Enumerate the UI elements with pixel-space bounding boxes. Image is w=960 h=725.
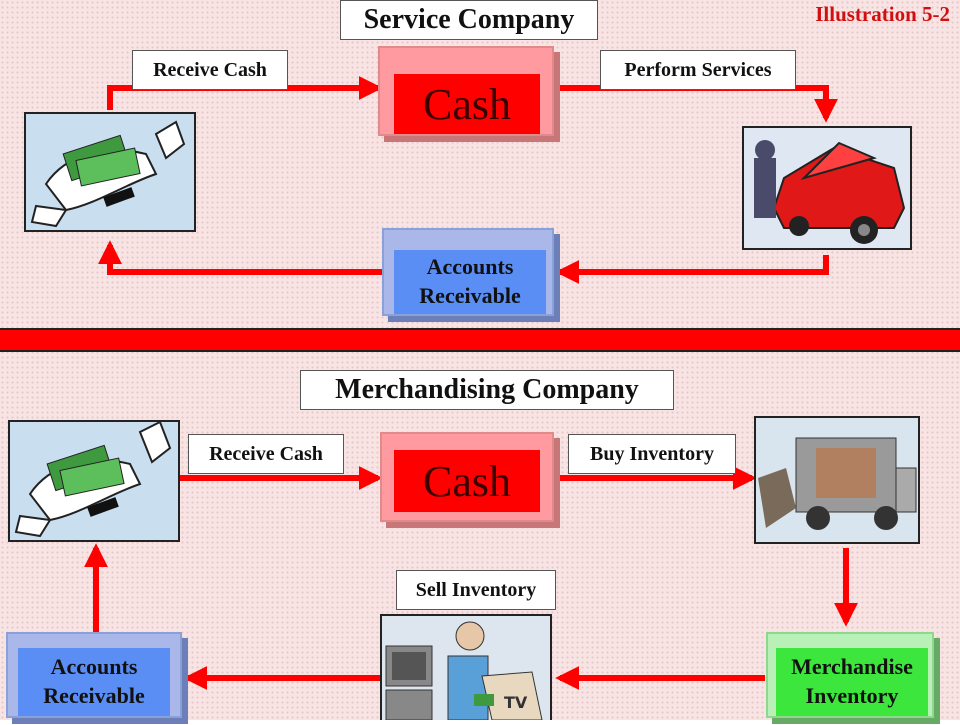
illustration-number: Illustration 5-2	[815, 2, 950, 26]
merch-cash-tile: Cash	[380, 432, 554, 522]
arrow-perform-services	[555, 85, 838, 123]
service-receive-cash-label: Receive Cash	[132, 50, 288, 90]
delivery-truck-icon	[754, 416, 920, 544]
merch-cash-box: Cash	[394, 450, 540, 512]
buy-inventory-label: Buy Inventory	[568, 434, 736, 474]
inventory-line-2: Inventory	[805, 683, 899, 708]
salesperson-tv-icon: TV	[380, 614, 552, 721]
service-receivable-box: Accounts Receivable	[394, 250, 546, 314]
svg-text:TV: TV	[504, 693, 528, 712]
service-cash-tile: Cash	[378, 46, 554, 136]
merch-inventory-box: Merchandise Inventory	[776, 648, 928, 716]
merch-inventory-tile: Merchandise Inventory	[766, 632, 934, 718]
service-receivable-tile: Accounts Receivable	[382, 228, 554, 316]
merch-receive-cash-label: Receive Cash	[188, 434, 344, 474]
arrow-to-receivable-service	[555, 255, 829, 284]
merch-receivable-tile: Accounts Receivable	[6, 632, 182, 718]
car-mechanic-icon	[742, 126, 912, 250]
receivable-line-2: Receivable	[419, 283, 521, 308]
sell-inventory-label: Sell Inventory	[396, 570, 556, 610]
merch-receivable-box: Accounts Receivable	[18, 648, 170, 716]
inventory-line-1: Merchandise	[791, 654, 913, 680]
perform-services-label: Perform Services	[600, 50, 796, 90]
arrow-receive-cash-service	[107, 76, 383, 110]
service-company-title: Service Company	[340, 0, 598, 40]
section-divider	[0, 328, 960, 352]
arrow-from-receivable-service	[98, 240, 385, 275]
service-cash-box: Cash	[394, 74, 540, 134]
receivable-line-2: Receivable	[43, 683, 145, 708]
hand-cash-icon	[8, 420, 180, 542]
merchandising-company-title: Merchandising Company	[300, 370, 674, 410]
hand-cash-icon	[24, 112, 196, 232]
receivable-line-1: Accounts	[426, 254, 514, 280]
receivable-line-1: Accounts	[50, 654, 138, 680]
